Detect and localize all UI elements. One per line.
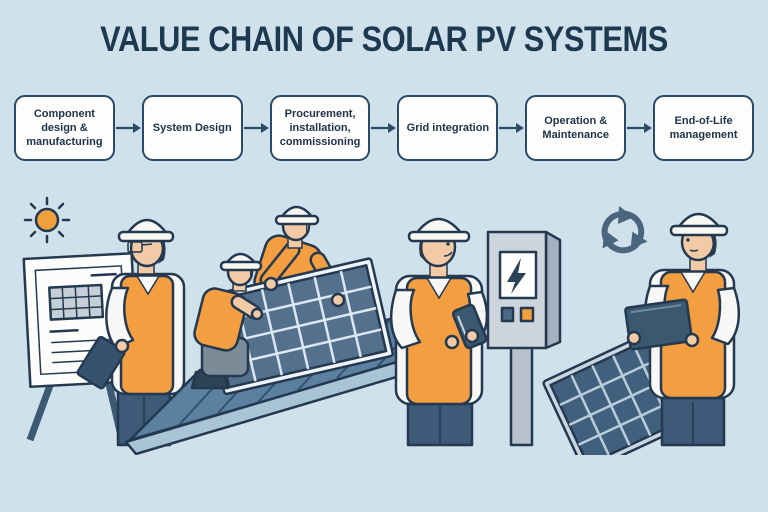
- hard-hat-icon: [117, 218, 175, 243]
- stage-label: Grid integration: [406, 121, 490, 134]
- stage-box-procurement-installation: Procurement, installation, commissioning: [269, 95, 371, 161]
- stage-label: Component design & manufacturing: [26, 107, 103, 149]
- electrical-box-lightning-icon: [486, 230, 562, 447]
- stage-label: System Design: [152, 121, 232, 134]
- recycle-icon: [601, 206, 648, 254]
- flow-arrow-icon: [627, 123, 653, 133]
- stage-box-operation-maintenance: Operation & Maintenance: [525, 95, 627, 161]
- solar-panel-sketch-grid: [48, 283, 105, 321]
- hard-hat-icon: [274, 205, 320, 226]
- stage-box-grid-integration: Grid integration: [397, 95, 499, 161]
- lightning-bolt-icon: [507, 258, 526, 294]
- stage-label: End-of-Life management: [669, 114, 738, 141]
- flow-arrow-icon: [371, 123, 397, 133]
- grid-technician-with-phone: [390, 217, 489, 447]
- rooftop-solar-panel: [201, 257, 394, 396]
- inspector-with-clipboard: [624, 212, 741, 447]
- tablet-icon: [76, 335, 126, 390]
- sun-icon: [23, 196, 71, 244]
- illustration: [22, 196, 741, 455]
- stage-label: Operation & Maintenance: [542, 114, 610, 141]
- stage-label: Procurement, installation, commissioning: [279, 107, 361, 149]
- value-chain-flow: Component design & manufacturing System …: [14, 94, 754, 162]
- flow-arrow-icon: [499, 123, 525, 133]
- flow-arrow-icon: [115, 123, 141, 133]
- stage-box-component-design: Component design & manufacturing: [14, 95, 115, 161]
- hard-hat-icon: [407, 217, 471, 243]
- installer-crouching: [190, 252, 264, 390]
- stage-box-end-of-life: End-of-Life management: [653, 95, 754, 161]
- clipboard-icon: [624, 298, 694, 351]
- hard-hat-icon: [219, 252, 263, 272]
- stage-box-system-design: System Design: [141, 95, 243, 161]
- flow-arrow-icon: [243, 123, 269, 133]
- hard-hat-icon: [669, 212, 729, 237]
- page-title: VALUE CHAIN OF SOLAR PV SYSTEMS: [100, 20, 668, 59]
